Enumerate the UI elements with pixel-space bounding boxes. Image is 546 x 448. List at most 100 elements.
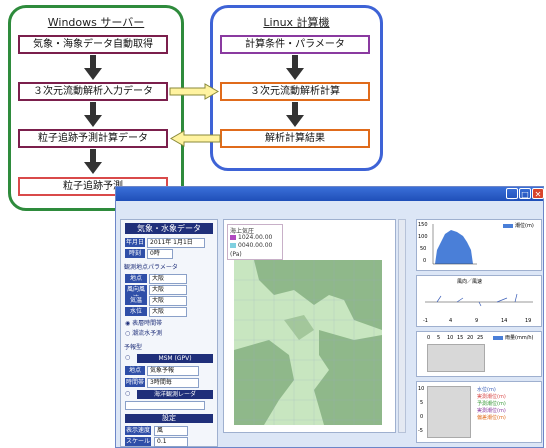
radar-label: 海洋観測レーダ (137, 390, 213, 399)
box-particle-calc-data: 粒子追跡予測計算データ (18, 129, 168, 148)
rain-legend-swatch (493, 336, 503, 340)
map-panel[interactable]: 海上気圧 1024.00.00 0040.00.00 (Pa) (223, 219, 396, 433)
settings-label-2: スケール (125, 437, 151, 446)
minimize-icon[interactable]: _ (506, 188, 518, 199)
chart-tide-svg (432, 224, 477, 265)
windows-panel-title: Windows サーバー (47, 16, 145, 29)
tide-ytick-1: 150 (418, 222, 428, 228)
arrow-down-4 (286, 55, 304, 80)
legend-item-1: 1024.00.00 (238, 234, 273, 241)
box-calc-results: 解析計算結果 (220, 129, 370, 148)
maximize-icon[interactable]: □ (519, 188, 531, 199)
box-calc-params: 計算条件・パラメータ (220, 35, 370, 54)
chart-rain: 0 5 10 15 20 25 雨量(mm/h) (416, 331, 542, 377)
arrow-left (169, 130, 221, 147)
obs-params-label: 観測地点パラメータ (124, 264, 178, 271)
hour-label: 時刻 (125, 249, 145, 258)
map-canvas[interactable] (234, 260, 382, 425)
legend-swatch-1 (230, 235, 236, 240)
row-select-1[interactable]: 大阪 (149, 274, 187, 284)
arrow-down-2 (84, 102, 102, 127)
box-3d-flow-calc: ３次元流動解析計算 (220, 82, 370, 101)
wl-ytick-4: -5 (418, 428, 423, 434)
rain-xtick-5: 20 (467, 335, 474, 341)
settings-label-1: 表示速度 (125, 426, 151, 435)
wind-xtick-3: 9 (475, 318, 479, 324)
wind-xtick-5: 19 (525, 318, 532, 324)
rain-xtick-4: 15 (457, 335, 464, 341)
tide-ytick-3: 50 (420, 246, 427, 252)
radar-radio[interactable]: ○ (125, 390, 131, 397)
legend-swatch-2 (230, 243, 236, 248)
chart-tide: 150 100 50 0 潮位(m) (416, 219, 542, 271)
row-label-3: 気温 (125, 296, 147, 305)
wl-ytick-2: 5 (420, 400, 424, 406)
wind-xtick-1: -1 (423, 318, 428, 324)
settings-header: 設定 (125, 414, 213, 423)
map-legend: 海上気圧 1024.00.00 0040.00.00 (Pa) (227, 224, 283, 260)
rain-plot-area (427, 344, 485, 372)
arrow-right (169, 83, 220, 100)
wind-title: 風向／風速 (457, 279, 483, 285)
radar-select[interactable] (125, 401, 205, 410)
map-scrollbar[interactable] (398, 219, 406, 433)
settings-select-1[interactable]: 風 (154, 426, 188, 436)
app-window: _ □ ✕ 気象・水象データ 年月日 2011年 1月1日 時刻 0時 観測地点… (115, 186, 544, 448)
wl-legend-4: 実測潮位(m) (477, 408, 506, 414)
arrow-down-5 (286, 102, 304, 127)
rain-xtick-6: 25 (477, 335, 484, 341)
sidebar-header: 気象・水象データ (125, 223, 213, 234)
forecast-row-select-b[interactable]: 3時間毎 (147, 378, 199, 388)
forecast-section-label: 予報型 (124, 344, 143, 351)
wl-legend-2: 実測潮位(m) (477, 394, 506, 400)
chart-wind: 風向／風速 -1 4 9 14 19 (416, 275, 542, 327)
row-label-4: 水位 (125, 307, 147, 316)
legend-unit: (Pa) (230, 251, 242, 258)
chart-waterlevel: 10 5 0 -5 水位(m) 実測潮位(m) 予測潮位(m) 実測潮位(m) … (416, 381, 542, 443)
date-select[interactable]: 2011年 1月1日 (147, 238, 205, 248)
wl-ytick-1: 10 (418, 386, 425, 392)
wind-xtick-2: 4 (449, 318, 453, 324)
linux-panel-title: Linux 計算機 (263, 16, 330, 29)
close-icon[interactable]: ✕ (532, 188, 544, 199)
tide-ytick-4: 0 (423, 258, 427, 264)
settings-select-2[interactable]: 0.1 (154, 437, 188, 447)
wl-legend-3: 予測潮位(m) (477, 401, 506, 407)
radio-2-label: 潮流水予測 (132, 330, 163, 337)
rain-xtick-2: 5 (437, 335, 441, 341)
forecast-row-select-a[interactable]: 気象予報 (147, 366, 199, 376)
msm-label: MSM (GPV) (137, 354, 213, 363)
legend-title: 海上気圧 (230, 228, 255, 235)
title-bar (116, 187, 543, 201)
row-label-1: 地点 (125, 274, 147, 283)
rain-xtick-1: 0 (427, 335, 431, 341)
hour-select[interactable]: 0時 (147, 249, 173, 259)
box-3d-input-data: ３次元流動解析入力データ (18, 82, 168, 101)
wl-legend-5: 偏差潮位(m) (477, 415, 506, 421)
date-label: 年月日 (125, 238, 145, 247)
radio-1[interactable]: ◉ 表層時間帯 (125, 320, 163, 327)
row-select-4[interactable]: 大阪 (149, 307, 187, 317)
sidebar-panel: 気象・水象データ 年月日 2011年 1月1日 時刻 0時 観測地点パラメータ … (120, 219, 218, 447)
legend-item-2: 0040.00.00 (238, 242, 273, 249)
forecast-row-label-a: 地点 (125, 366, 145, 375)
arrow-down-1 (84, 55, 102, 80)
tide-legend-swatch (503, 224, 513, 228)
msm-radio[interactable]: ○ (125, 354, 131, 361)
box-auto-fetch: 気象・海象データ自動取得 (18, 35, 168, 54)
row-select-2[interactable]: 大阪 (149, 285, 187, 295)
wind-xtick-4: 14 (501, 318, 508, 324)
forecast-row-label-b: 時間帯 (125, 378, 145, 387)
arrow-down-3 (84, 149, 102, 174)
rain-xtick-3: 10 (447, 335, 454, 341)
tide-ytick-2: 100 (418, 234, 428, 240)
radio-1-label: 表層時間帯 (132, 320, 163, 327)
wl-legend-1: 水位(m) (477, 387, 496, 393)
radio-2[interactable]: ○ 潮流水予測 (125, 330, 163, 337)
wl-ytick-3: 0 (420, 414, 424, 420)
tide-legend: 潮位(m) (515, 223, 534, 229)
rain-legend: 雨量(mm/h) (505, 335, 534, 341)
chart-wind-svg (425, 293, 533, 307)
row-select-3[interactable]: 大阪 (149, 296, 187, 306)
